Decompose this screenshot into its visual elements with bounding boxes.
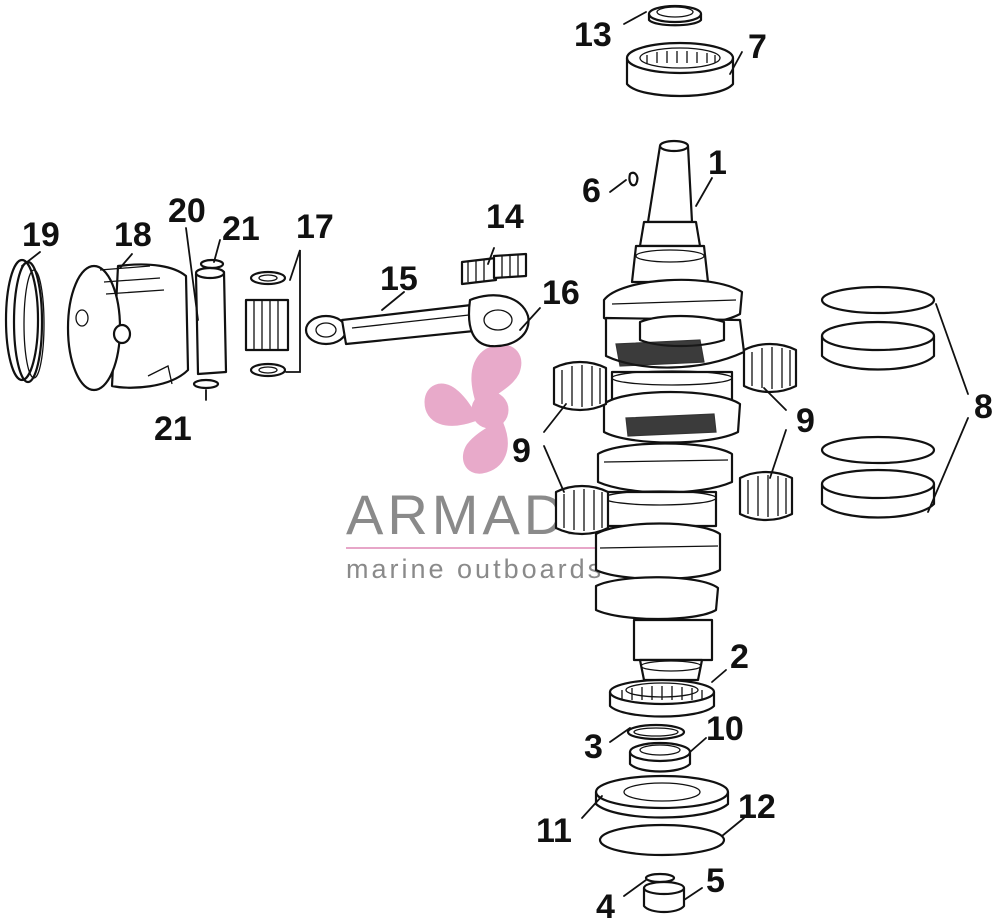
part-10-seal [628,741,692,773]
callout-1: 1 [708,144,727,182]
callout-21-lower: 21 [154,410,192,448]
part-9-needle-bearing-right-upper [742,342,798,394]
callout-17: 17 [296,208,334,246]
part-9-needle-bearing-left-upper [552,360,608,412]
part-18-piston [66,263,190,392]
callout-20: 20 [168,192,206,230]
callout-labels: 13 7 1 6 19 18 20 21 17 14 15 16 21 9 9 … [22,16,993,922]
callout-4: 4 [596,888,615,922]
part-6-key [628,171,639,187]
leader-lines [21,11,969,901]
part-15-connecting-rod [304,294,530,348]
part-20-wrist-pin [194,266,228,376]
watermark-tagline: marine outboards [346,554,604,584]
part-8-bearing-sleeves [820,285,936,519]
part-9-needle-bearing-right-lower [738,470,794,522]
part-21-ring-lower [192,378,220,390]
part-19-piston-rings [4,258,45,384]
callout-14: 14 [486,198,524,236]
part-11-bearing-housing [594,774,730,819]
part-9-needle-bearing-left-lower [554,484,610,536]
callout-15: 15 [380,260,418,298]
callout-7: 7 [748,28,767,66]
callout-3: 3 [584,728,603,766]
part-1-crankshaft [594,139,746,682]
part-3-retaining-ring [626,723,686,741]
part-4-ring [644,872,676,884]
callout-9-right: 9 [796,402,815,440]
callout-21-upper: 21 [222,210,260,248]
part-14-bearing-cage [460,252,528,286]
part-12-o-ring [598,823,726,857]
part-5-bushing [642,880,686,914]
callout-2: 2 [730,638,749,676]
armada-logo-icon [424,344,522,474]
callout-10: 10 [706,710,744,748]
callout-19: 19 [22,216,60,254]
callout-8: 8 [974,388,993,426]
callout-9-left: 9 [512,432,531,470]
part-21-ring-upper [199,258,225,270]
callout-12: 12 [738,788,776,826]
callout-13: 13 [574,16,612,54]
callout-6: 6 [582,172,601,210]
part-7-upper-bearing [625,41,735,98]
callout-11: 11 [536,812,572,850]
callout-5: 5 [706,862,725,900]
part-13-seal [647,4,703,27]
callout-18: 18 [114,216,152,254]
callout-16: 16 [542,274,580,312]
part-17-wrist-pin-bearing [244,249,301,378]
part-2-lower-bearing [608,678,716,718]
